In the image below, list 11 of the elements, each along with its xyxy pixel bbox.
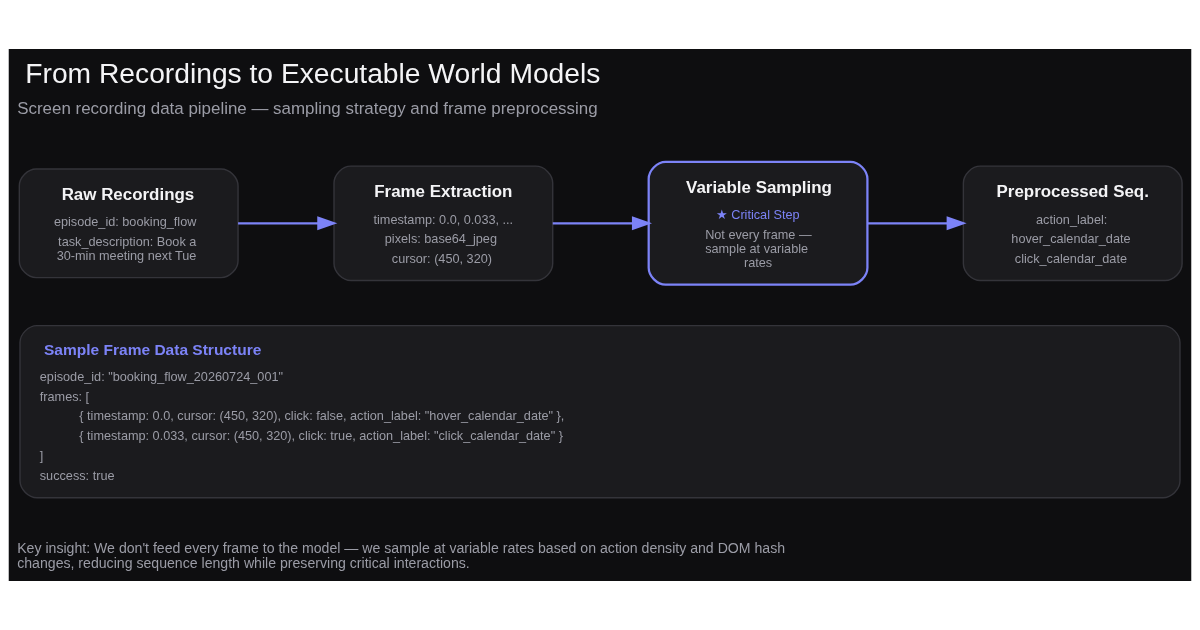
- node-box: Sample Frame Data Structure episode_id: "booking_flow_20260724_001" frames: [ { timestamp: 0.0, cursor: (450, 320), click: false, action_label: "hover_calendar_date" }, { timestamp: 0.033, cursor: (450, 320), click: true, action_label: "click_calendar_date" } ] success: true: [19, 324, 1181, 499]
- arrow: [238, 216, 338, 231]
- arrow: [552, 216, 652, 231]
- diagram-title: From Recordings to Executable World Models: [25, 56, 601, 89]
- label: Key insight: We don't feed every frame to the model — we sample at variable rates based on action density and DOM hash changes, reducing sequence length while preserving critical interactions.: [17, 539, 786, 572]
- node-box: Frame Extraction timestamp: 0.0, 0.033, ... pixels: base64_jpeg cursor: (450, 320): [333, 165, 554, 282]
- node-box: Preprocessed Seq. action_label: hover_calendar_date click_calendar_date: [962, 165, 1183, 282]
- node-box: Raw Recordings episode_id: booking_flow task_description: Book a 30-min meeting next Tue: [18, 168, 239, 279]
- label: Screen recording data pipeline — sampling strategy and frame preprocessing: [17, 99, 598, 119]
- node-box: Variable Sampling ★ Critical Step Not every frame — sample at variable rates: [647, 160, 869, 286]
- arrow: [867, 216, 967, 231]
